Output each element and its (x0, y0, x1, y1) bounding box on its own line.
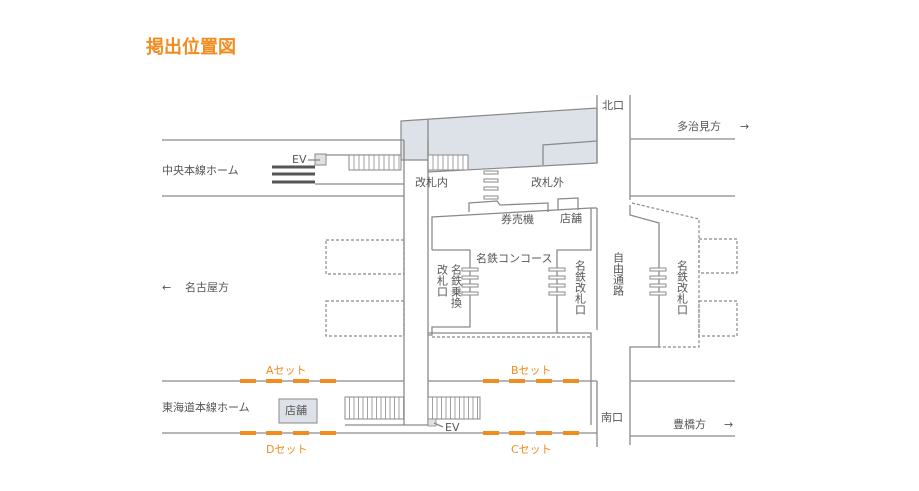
set-d-label: Dセット (266, 443, 307, 456)
set-b-label: Bセット (511, 364, 552, 377)
set-c-marker (536, 431, 552, 435)
set-c-marker (563, 431, 579, 435)
meitetsu-transfer-wall (428, 249, 471, 336)
meitetsu-concourse-label: 名鉄コンコース (476, 251, 552, 265)
meitetsu-gate-2-label: 名鉄改札口 (676, 259, 689, 315)
gate-exit-label: 改札口 (436, 263, 449, 297)
ev-lower-pointer (433, 422, 444, 428)
ev-lower-label: EV (445, 421, 460, 434)
right-dashed-box-1 (698, 238, 738, 274)
toyohashi-arrow-icon: → (724, 418, 733, 431)
ad-set-markers (240, 379, 579, 435)
meitetsu-gate-2 (649, 267, 667, 296)
meitetsu-transfer-label: 名鉄乗換 (450, 263, 463, 309)
set-c-marker (483, 431, 499, 435)
tajimi-direction-label: 多治見方 (677, 119, 721, 133)
set-a-marker (240, 379, 256, 383)
south-exit-label: 南口 (601, 411, 623, 424)
meitetsu-gate-1-label: 名鉄改札口 (574, 259, 587, 315)
concourse-top-wall (431, 207, 592, 250)
tokaido-platform-label: 東海道本線ホーム (162, 400, 250, 414)
left-dashed-box-1 (325, 239, 405, 275)
nagoya-arrow-icon: ← (162, 281, 171, 294)
chuo-tracks (272, 165, 315, 184)
meitetsu-gate-1 (548, 267, 566, 296)
ticket-machines-label: 券売機 (501, 212, 534, 226)
page-title: 掲出位置図 (146, 37, 236, 58)
nagoya-direction-label: 名古屋方 (185, 280, 229, 294)
right-meitetsu-dashed-area (631, 202, 700, 348)
shop-box-upper (557, 197, 579, 210)
ev-upper-label: EV (292, 153, 307, 166)
elevator-lower-icon (427, 418, 437, 427)
left-dashed-box-2 (325, 300, 405, 337)
stairs-upper-right (427, 154, 469, 171)
chuo-platform-label: 中央本線ホーム (162, 163, 239, 177)
outside-gate-label: 改札外 (531, 175, 564, 189)
meitetsu-transfer-gate (461, 267, 479, 296)
set-b-marker (536, 379, 552, 383)
set-c-label: Cセット (511, 443, 552, 456)
set-c-marker (509, 431, 525, 435)
shop-lower-box (278, 398, 318, 424)
set-a-marker (320, 379, 336, 383)
tajimi-arrow-icon: → (740, 120, 749, 133)
right-meitetsu-wall (629, 205, 660, 445)
stairs-lower-left (344, 396, 405, 420)
stairs-lower-right (427, 396, 481, 420)
set-a-marker (266, 379, 282, 383)
set-b-marker (483, 379, 499, 383)
north-exit-label: 北口 (602, 99, 624, 112)
free-passage-label: 自由通路 (612, 252, 625, 297)
set-b-marker (563, 379, 579, 383)
ticket-machine-box (468, 200, 549, 212)
shop-lower-label: 店舗 (285, 403, 307, 417)
set-a-marker (293, 379, 309, 383)
stairs-upper-left (348, 154, 402, 171)
toyohashi-direction-label: 豊橋方 (673, 417, 706, 431)
set-d-marker (240, 431, 256, 435)
right-dashed-box-2 (698, 300, 738, 337)
set-a-label: Aセット (266, 364, 307, 377)
shop-upper-label: 店舗 (560, 211, 582, 225)
set-d-marker (293, 431, 309, 435)
set-d-marker (266, 431, 282, 435)
set-d-marker (320, 431, 336, 435)
north-room (542, 140, 598, 165)
lower-room-top (428, 332, 592, 425)
inside-gate-label: 改札内 (415, 175, 448, 189)
set-b-marker (509, 379, 525, 383)
ticket-gate-north (483, 170, 499, 200)
